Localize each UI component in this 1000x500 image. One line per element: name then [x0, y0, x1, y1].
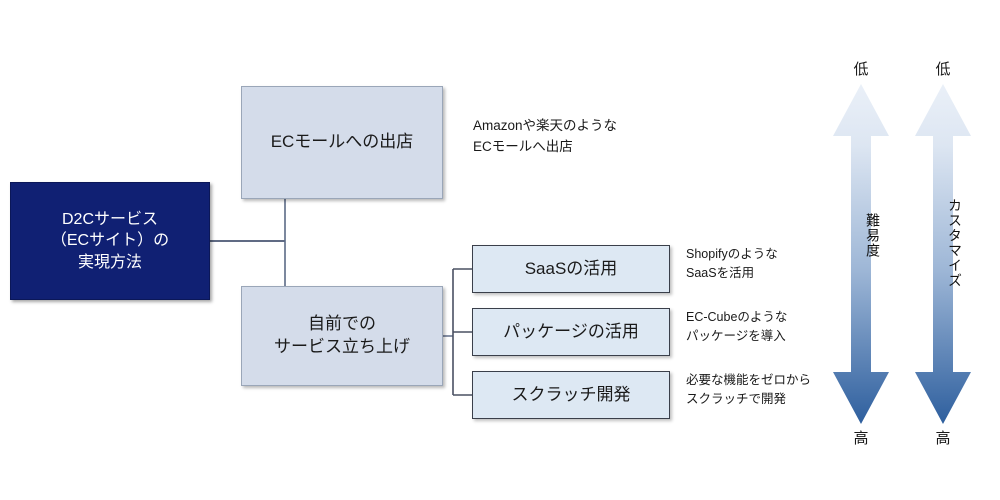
axis-difficulty-label: 難易度 [865, 213, 881, 258]
axis-customize-bottom-label: 高 [935, 430, 951, 447]
annotation-package: EC-Cubeのような パッケージを導入 [686, 310, 788, 344]
axis-difficulty-top-label: 低 [853, 61, 869, 78]
axis-customize-label: カスタマイズ [947, 198, 963, 288]
node-ec-mall[interactable]: ECモールへの出店 [241, 86, 443, 199]
node-root-d2c-service[interactable]: D2Cサービス （ECサイト）の 実現方法 [10, 182, 210, 300]
double-arrow-icon [833, 84, 889, 424]
node-scratch[interactable]: スクラッチ開発 [472, 371, 670, 419]
annotation-scratch: 必要な機能をゼロから スクラッチで開発 [686, 373, 812, 407]
axis-customize: 低 カスタマイズ 高 [888, 58, 998, 448]
node-in-house[interactable]: 自前での サービス立ち上げ [241, 286, 443, 386]
axis-customize-top-label: 低 [935, 61, 951, 78]
axis-difficulty-bottom-label: 高 [853, 430, 869, 447]
annotation-saas: Shopifyのような SaaSを活用 [686, 247, 778, 281]
double-arrow-icon [915, 84, 971, 424]
node-package[interactable]: パッケージの活用 [472, 308, 670, 356]
annotation-ec-mall: Amazonや楽天のような ECモールへ出店 [473, 118, 618, 154]
node-saas[interactable]: SaaSの活用 [472, 245, 670, 293]
axis-difficulty: 低 難易度 高 [806, 58, 916, 448]
